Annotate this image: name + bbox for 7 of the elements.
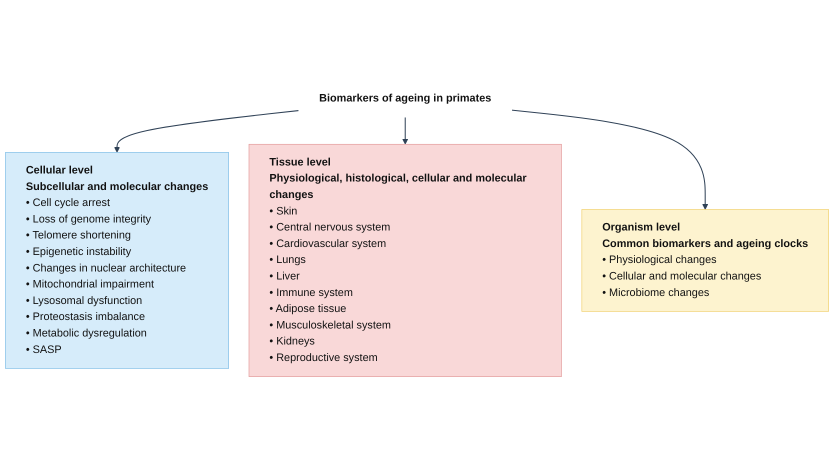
- arrow: [512, 110, 708, 210]
- arrow: [402, 118, 408, 146]
- arrow: [114, 110, 299, 154]
- node-box: Cellular level Subcellular and molecular changes • Cell cycle arrest • Loss of genome integrity • Telomere shortening • Epigenetic instability • Changes in nuclear architecture • Mitochondrial impairment • Lysosomal dysfunction • Proteostasis imbalance • Metabolic dysregulation • SASP: [5, 152, 229, 370]
- node-box: Tissue level Physiological, histological, cellular and molecular changes • Skin • Central nervous system • Cardiovascular system • Lungs • Liver • Immune system • Adipose tissue • Musculoskeletal system • Kidneys • Reproductive system: [248, 144, 562, 378]
- node-text: Biomarkers of ageing in primates: [319, 93, 492, 105]
- node-box: Organism level Common biomarkers and ageing clocks • Physiological changes • Cellular and molecular changes • Microbiome changes: [582, 210, 829, 312]
